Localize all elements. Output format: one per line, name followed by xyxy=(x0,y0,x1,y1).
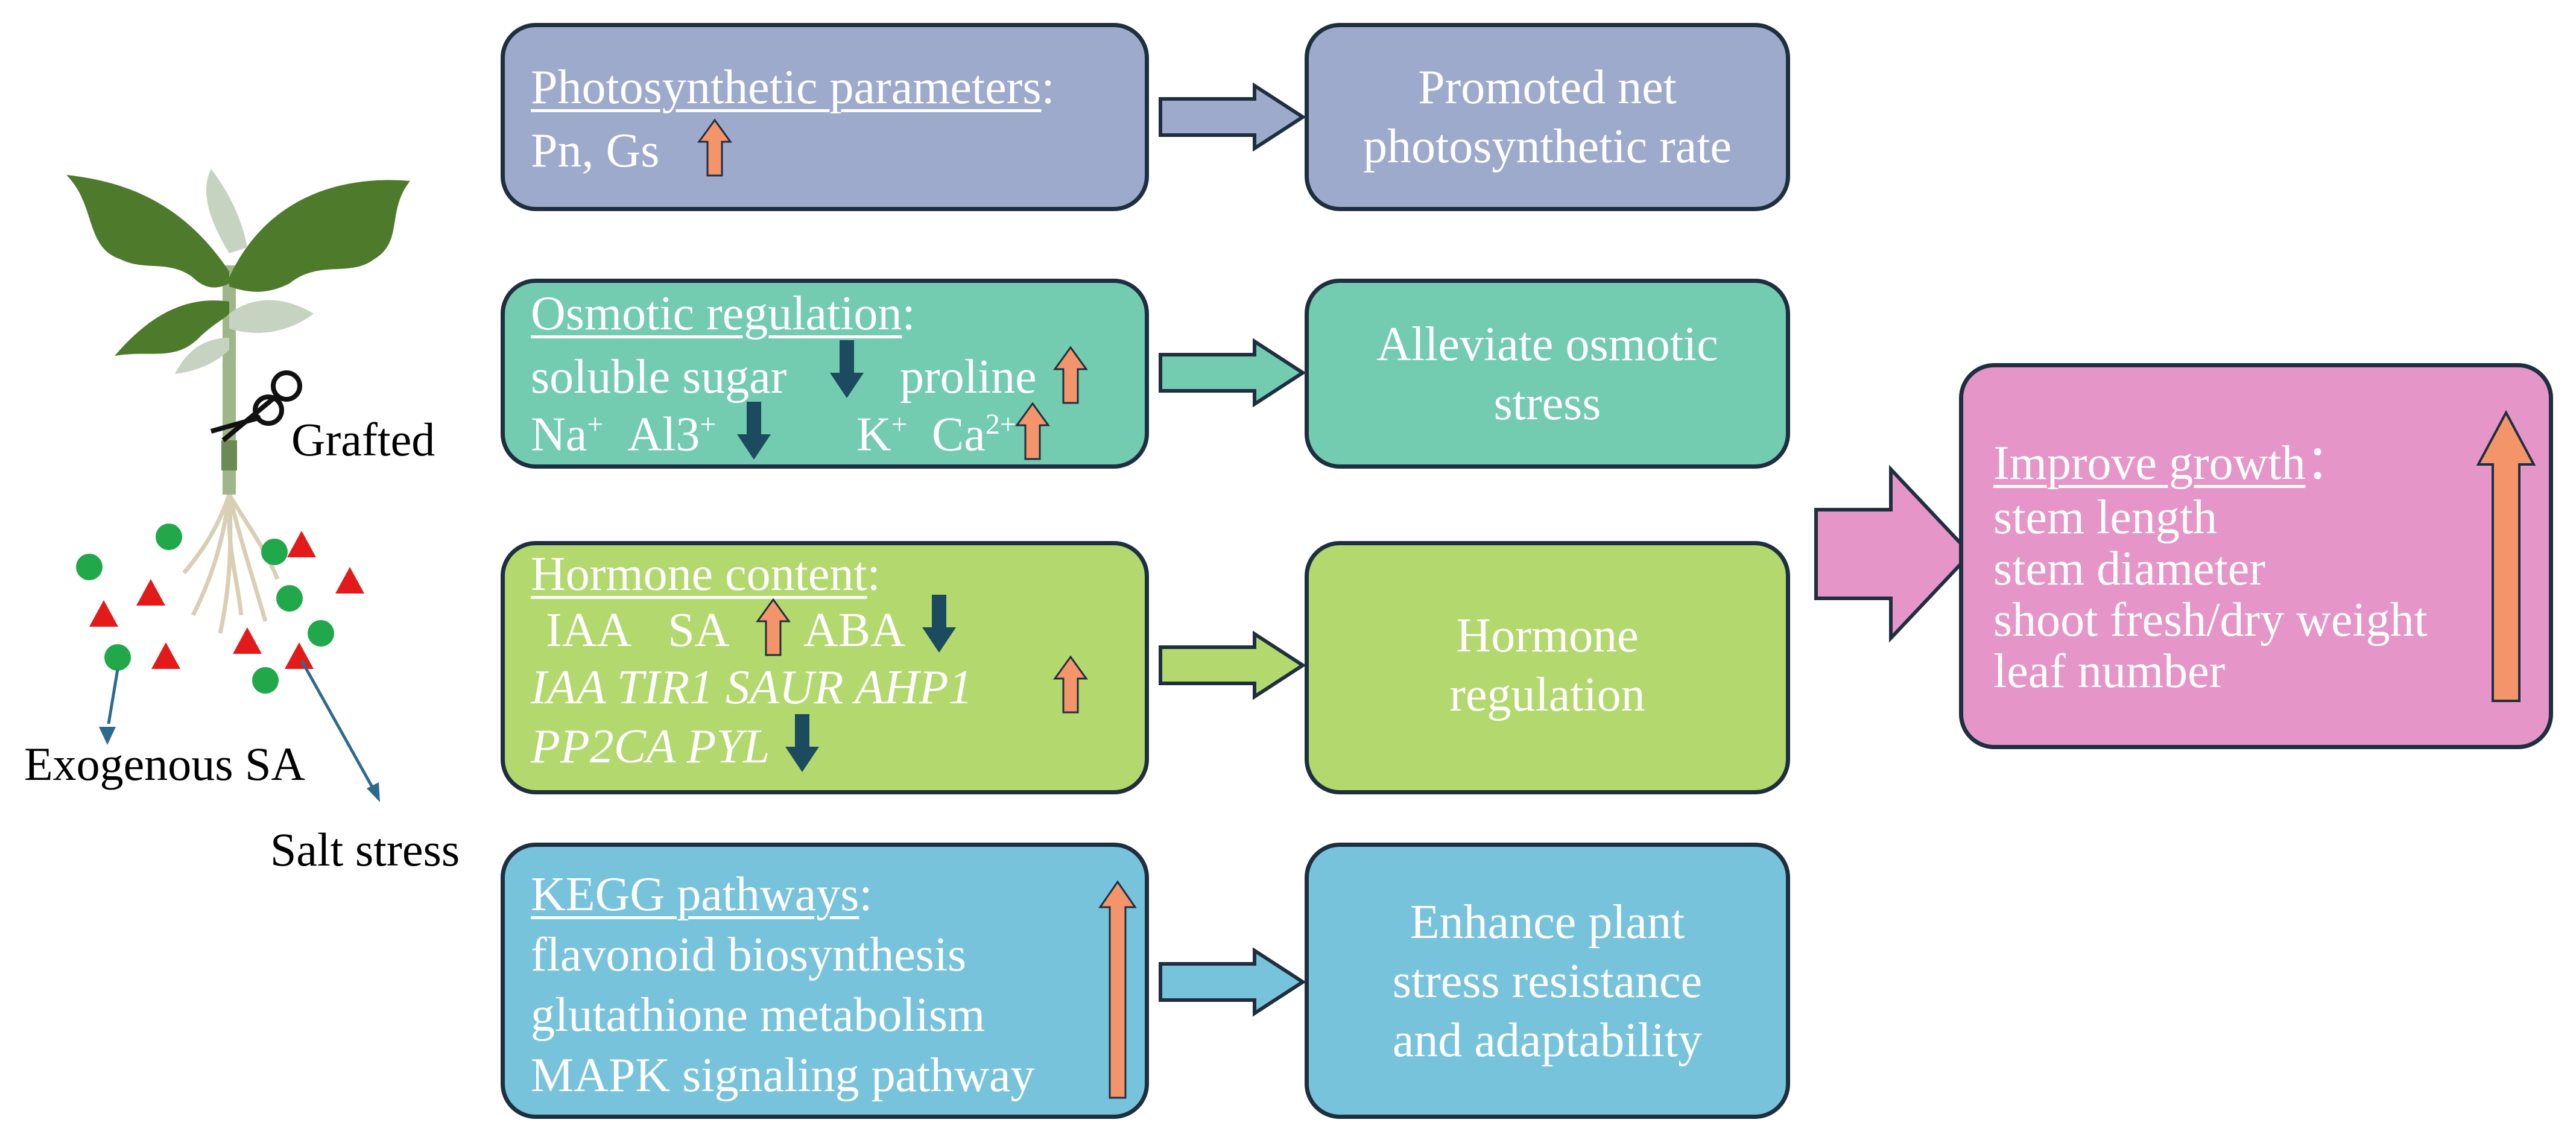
proline-up-arrow-icon xyxy=(1053,346,1088,404)
salt-triangle xyxy=(287,531,316,557)
genes-down-arrow-icon xyxy=(785,714,819,772)
hormone-box xyxy=(501,541,1149,794)
growth-item: leaf number xyxy=(1993,645,2226,698)
pointer-sa xyxy=(99,727,116,745)
sa-dot xyxy=(261,539,288,565)
sa-dot xyxy=(308,620,334,647)
osmotic-title: Osmotic regulation: xyxy=(531,287,916,340)
sa-dot xyxy=(76,554,103,580)
kegg-result-box xyxy=(1305,843,1790,1119)
flow-arrow-growth xyxy=(1814,464,1973,643)
salt-triangle xyxy=(233,627,262,654)
growth-box xyxy=(1959,363,2553,749)
salt-markers xyxy=(89,531,364,669)
growth-item: stem length xyxy=(1993,491,2218,544)
sa-markers xyxy=(76,524,334,694)
kegg-item: glutathione metabolism xyxy=(531,989,986,1042)
hormone-genes-down: PP2CA PYL xyxy=(531,720,770,773)
sa-dot xyxy=(156,524,182,550)
kegg-item: MAPK signaling pathway xyxy=(531,1049,1035,1102)
grafted-label: Grafted xyxy=(291,413,435,466)
flow-arrow-photo xyxy=(1159,82,1306,152)
hormone-iaa-sa: IAA SA xyxy=(546,604,730,657)
photosynthetic-result-box xyxy=(1305,23,1790,211)
kegg-up-arrow-icon xyxy=(1098,880,1137,1099)
sa-dot xyxy=(276,585,303,612)
k-ca-up-arrow-icon xyxy=(1015,402,1050,460)
na-al-down-arrow-icon xyxy=(737,402,771,460)
kegg-item: flavonoid biosynthesis xyxy=(531,928,967,981)
osmotic-sugar-line: soluble sugar xyxy=(531,350,787,404)
salt-triangle xyxy=(151,642,180,669)
osmotic-ions-line: Na+ Al3+ xyxy=(531,408,717,461)
growth-up-arrow-icon xyxy=(2476,410,2536,702)
kegg-title: KEGG pathways: xyxy=(531,868,873,921)
growth-title: Improve growth： xyxy=(1993,437,2354,490)
salt-triangle xyxy=(89,600,118,627)
flow-arrow-kegg xyxy=(1159,947,1306,1017)
salt-triangle xyxy=(335,567,364,594)
flow-arrow-hormone xyxy=(1159,630,1306,700)
sa-up-arrow-icon xyxy=(756,598,791,656)
salt-triangle xyxy=(285,642,314,669)
growth-item: shoot fresh/dry weight xyxy=(1993,594,2428,647)
pn-gs-up-arrow-icon xyxy=(697,118,732,177)
sa-dot xyxy=(104,644,131,671)
osmotic-box xyxy=(501,279,1149,469)
sa-dot xyxy=(252,667,279,694)
hormone-title: Hormone content: xyxy=(531,548,881,601)
exogenous-sa-label: Exogenous SA xyxy=(24,738,305,790)
osmotic-proline: proline xyxy=(900,350,1037,404)
photosynthetic-title: Photosynthetic parameters: xyxy=(531,61,1055,114)
hormone-genes-up: IAA TIR1 SAUR AHP1 xyxy=(531,661,973,714)
osmotic-result-box xyxy=(1305,279,1790,469)
plant-illustration xyxy=(66,169,410,634)
osmotic-k-ca: K+ Ca2+ xyxy=(856,408,1016,461)
aba-down-arrow-icon xyxy=(922,595,956,653)
hormone-aba: ABA xyxy=(803,604,905,657)
photosynthetic-params: Pn, Gs xyxy=(531,124,660,177)
salt-triangle xyxy=(136,579,165,606)
marker-field xyxy=(76,524,364,724)
flow-arrow-osmotic xyxy=(1159,338,1306,408)
hormone-result-box xyxy=(1305,541,1790,794)
photosynthetic-box xyxy=(501,23,1149,211)
sugar-down-arrow-icon xyxy=(830,340,864,398)
genes-up-arrow-icon xyxy=(1053,655,1088,714)
growth-item: stem diameter xyxy=(1993,542,2265,595)
kegg-box xyxy=(501,843,1149,1119)
pointer-salt xyxy=(300,659,380,802)
salt-stress-label: Salt stress xyxy=(270,823,460,876)
